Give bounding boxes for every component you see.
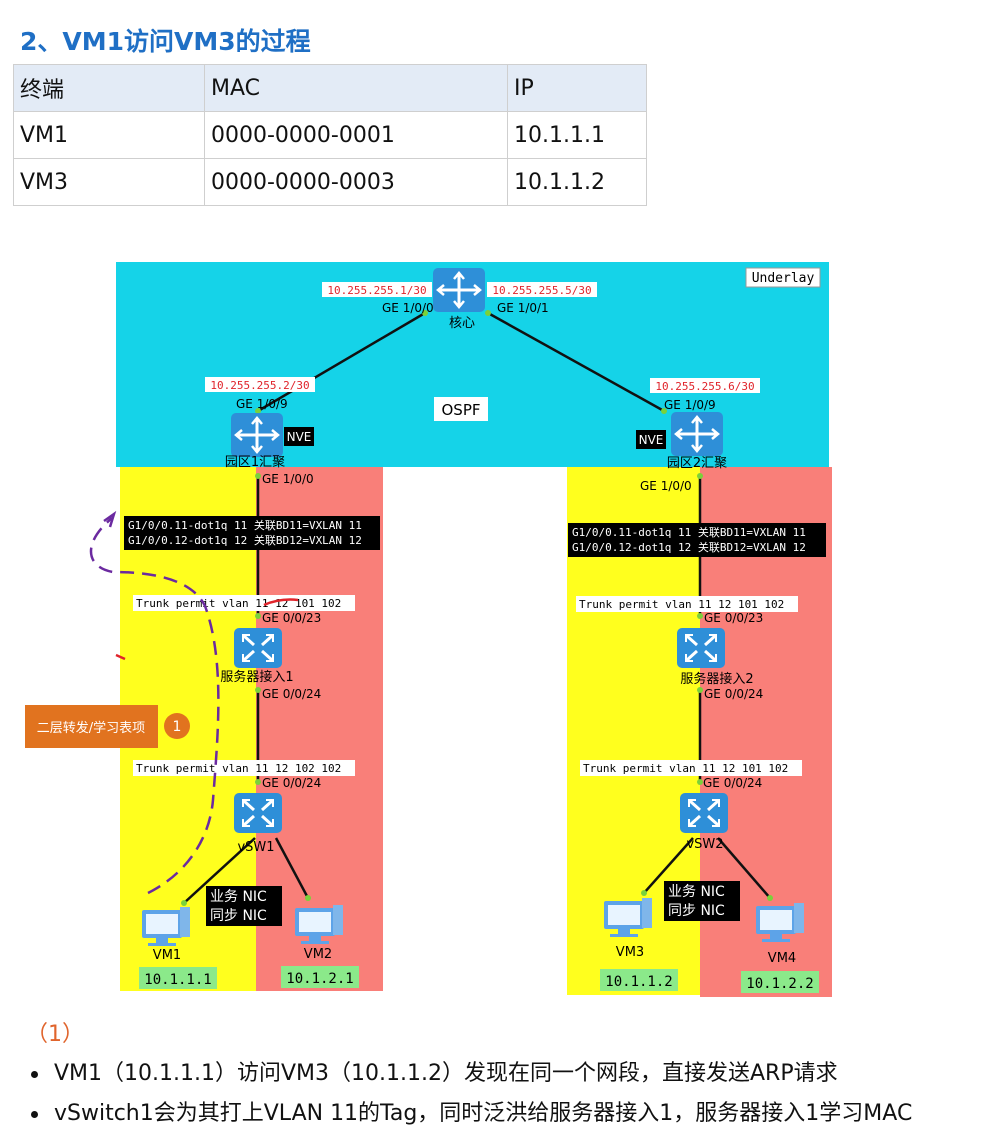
table-cell-ip: 10.1.1.1 <box>507 111 647 159</box>
vsw2-nic-sync: 同步 NIC <box>668 903 725 919</box>
vsw2-nic-business: 业务 NIC <box>668 884 725 900</box>
agg1-name: 园区1汇聚 <box>225 455 285 470</box>
vsw1-nic-business: 业务 NIC <box>210 889 267 905</box>
vm4-name: VM4 <box>768 951 796 966</box>
core-ip-right: 10.255.255.5/30 <box>492 284 591 297</box>
vm1-ip: 10.1.1.1 <box>144 972 211 988</box>
red-mark-2 <box>115 653 126 661</box>
table-cell-ip: 10.1.1.2 <box>507 158 647 206</box>
col-header-ip: IP <box>507 64 647 112</box>
acc2-port-down: GE 0/0/24 <box>704 687 763 701</box>
vm4-ip: 10.1.2.2 <box>746 976 813 992</box>
vsw1-trunk: Trunk permit vlan 11 12 102 102 <box>136 762 341 775</box>
agg2-subif-1: G1/0/0.11-dot1q 11 关联BD11=VXLAN 11 <box>572 525 806 539</box>
vm3-ip: 10.1.1.2 <box>605 974 672 990</box>
core-port-right: GE 1/0/1 <box>497 301 549 315</box>
ospf-label: OSPF <box>441 401 480 419</box>
step-box-label: 二层转发/学习表项 <box>37 720 145 736</box>
vsw2-name: vSW2 <box>686 837 723 852</box>
vm2-ip: 10.1.2.1 <box>286 971 353 987</box>
vsw1-switch-icon <box>232 791 284 835</box>
table-header-row: 终端 MAC IP <box>13 64 647 112</box>
agg2-subif-2: G1/0/0.12-dot1q 12 关联BD12=VXLAN 12 <box>572 540 806 554</box>
vsw1-nic-sync: 同步 NIC <box>210 908 267 924</box>
agg1-subif-2: G1/0/0.12-dot1q 12 关联BD12=VXLAN 12 <box>128 533 362 547</box>
acc2-port-up: GE 0/0/23 <box>704 611 763 625</box>
agg1-ip: 10.255.255.2/30 <box>210 379 309 392</box>
table-cell-mac: 0000-0000-0003 <box>204 158 508 206</box>
core-name: 核心 <box>449 316 475 331</box>
acc1-switch-icon <box>232 626 284 670</box>
vm1-name: VM1 <box>153 948 181 963</box>
agg2-nve: NVE <box>639 433 664 447</box>
acc2-trunk: Trunk permit vlan 11 12 101 102 <box>579 598 784 611</box>
agg1-port-down: GE 1/0/0 <box>262 472 314 486</box>
agg1-port-up: GE 1/0/9 <box>236 397 288 411</box>
flow-arrow-head <box>103 510 117 528</box>
agg2-port-up: GE 1/0/9 <box>664 398 716 412</box>
acc1-trunk: Trunk permit vlan 11 12 101 102 <box>136 597 341 610</box>
table-cell-terminal: VM3 <box>13 158 205 206</box>
acc1-name: 服务器接入1 <box>220 669 293 685</box>
list-item: VM1（10.1.1.1）访问VM3（10.1.1.2）发现在同一个网段，直接发… <box>26 1054 912 1094</box>
agg2-router-icon <box>669 410 725 458</box>
col-header-terminal: 终端 <box>13 64 205 112</box>
section-label: （1） <box>26 1022 84 1047</box>
acc2-switch-icon <box>675 626 727 670</box>
red-mark-1 <box>263 598 299 607</box>
list-item: vSwitch1会为其打上VLAN 11的Tag，同时泛洪给服务器接入1，服务器… <box>26 1094 912 1134</box>
agg2-name: 园区2汇聚 <box>667 456 727 471</box>
acc1-port-up: GE 0/0/23 <box>262 611 321 625</box>
flow-path-annotation <box>89 517 220 895</box>
col-header-mac: MAC <box>204 64 508 112</box>
agg1-router-icon <box>229 411 285 459</box>
terminal-table: 终端 MAC IP VM1 0000-0000-0001 10.1.1.1 VM… <box>13 64 647 206</box>
agg2-ip: 10.255.255.6/30 <box>655 380 754 393</box>
step-box <box>25 705 158 748</box>
agg1-nve: NVE <box>287 430 312 444</box>
notes-list: VM1（10.1.1.1）访问VM3（10.1.1.2）发现在同一个网段，直接发… <box>26 1054 912 1134</box>
step-number-badge <box>164 713 190 739</box>
vsw2-trunk: Trunk permit vlan 11 12 101 102 <box>583 762 788 775</box>
underlay-label: Underlay <box>752 271 815 286</box>
agg2-port-down: GE 1/0/0 <box>640 479 692 493</box>
vsw1-port: GE 0/0/24 <box>262 776 321 790</box>
step-number: 1 <box>173 719 182 735</box>
vsw1-name: vSW1 <box>237 840 274 855</box>
vsw2-switch-icon <box>678 791 730 835</box>
agg1-subif-1: G1/0/0.11-dot1q 11 关联BD11=VXLAN 11 <box>128 518 362 532</box>
core-router-icon <box>431 266 487 314</box>
core-ip-left: 10.255.255.1/30 <box>327 284 426 297</box>
vsw2-port: GE 0/0/24 <box>703 776 762 790</box>
underlay-label-box <box>745 267 821 288</box>
table-row: VM3 0000-0000-0003 10.1.1.2 <box>13 158 647 206</box>
vm3-name: VM3 <box>616 945 644 960</box>
vm2-name: VM2 <box>304 947 332 962</box>
acc1-port-down: GE 0/0/24 <box>262 687 321 701</box>
page-heading: 2、VM1访问VM3的过程 <box>20 27 311 56</box>
port-dots <box>181 310 773 906</box>
acc2-name: 服务器接入2 <box>680 671 753 687</box>
core-port-left: GE 1/0/0 <box>382 301 434 315</box>
ospf-label-box <box>434 397 488 421</box>
